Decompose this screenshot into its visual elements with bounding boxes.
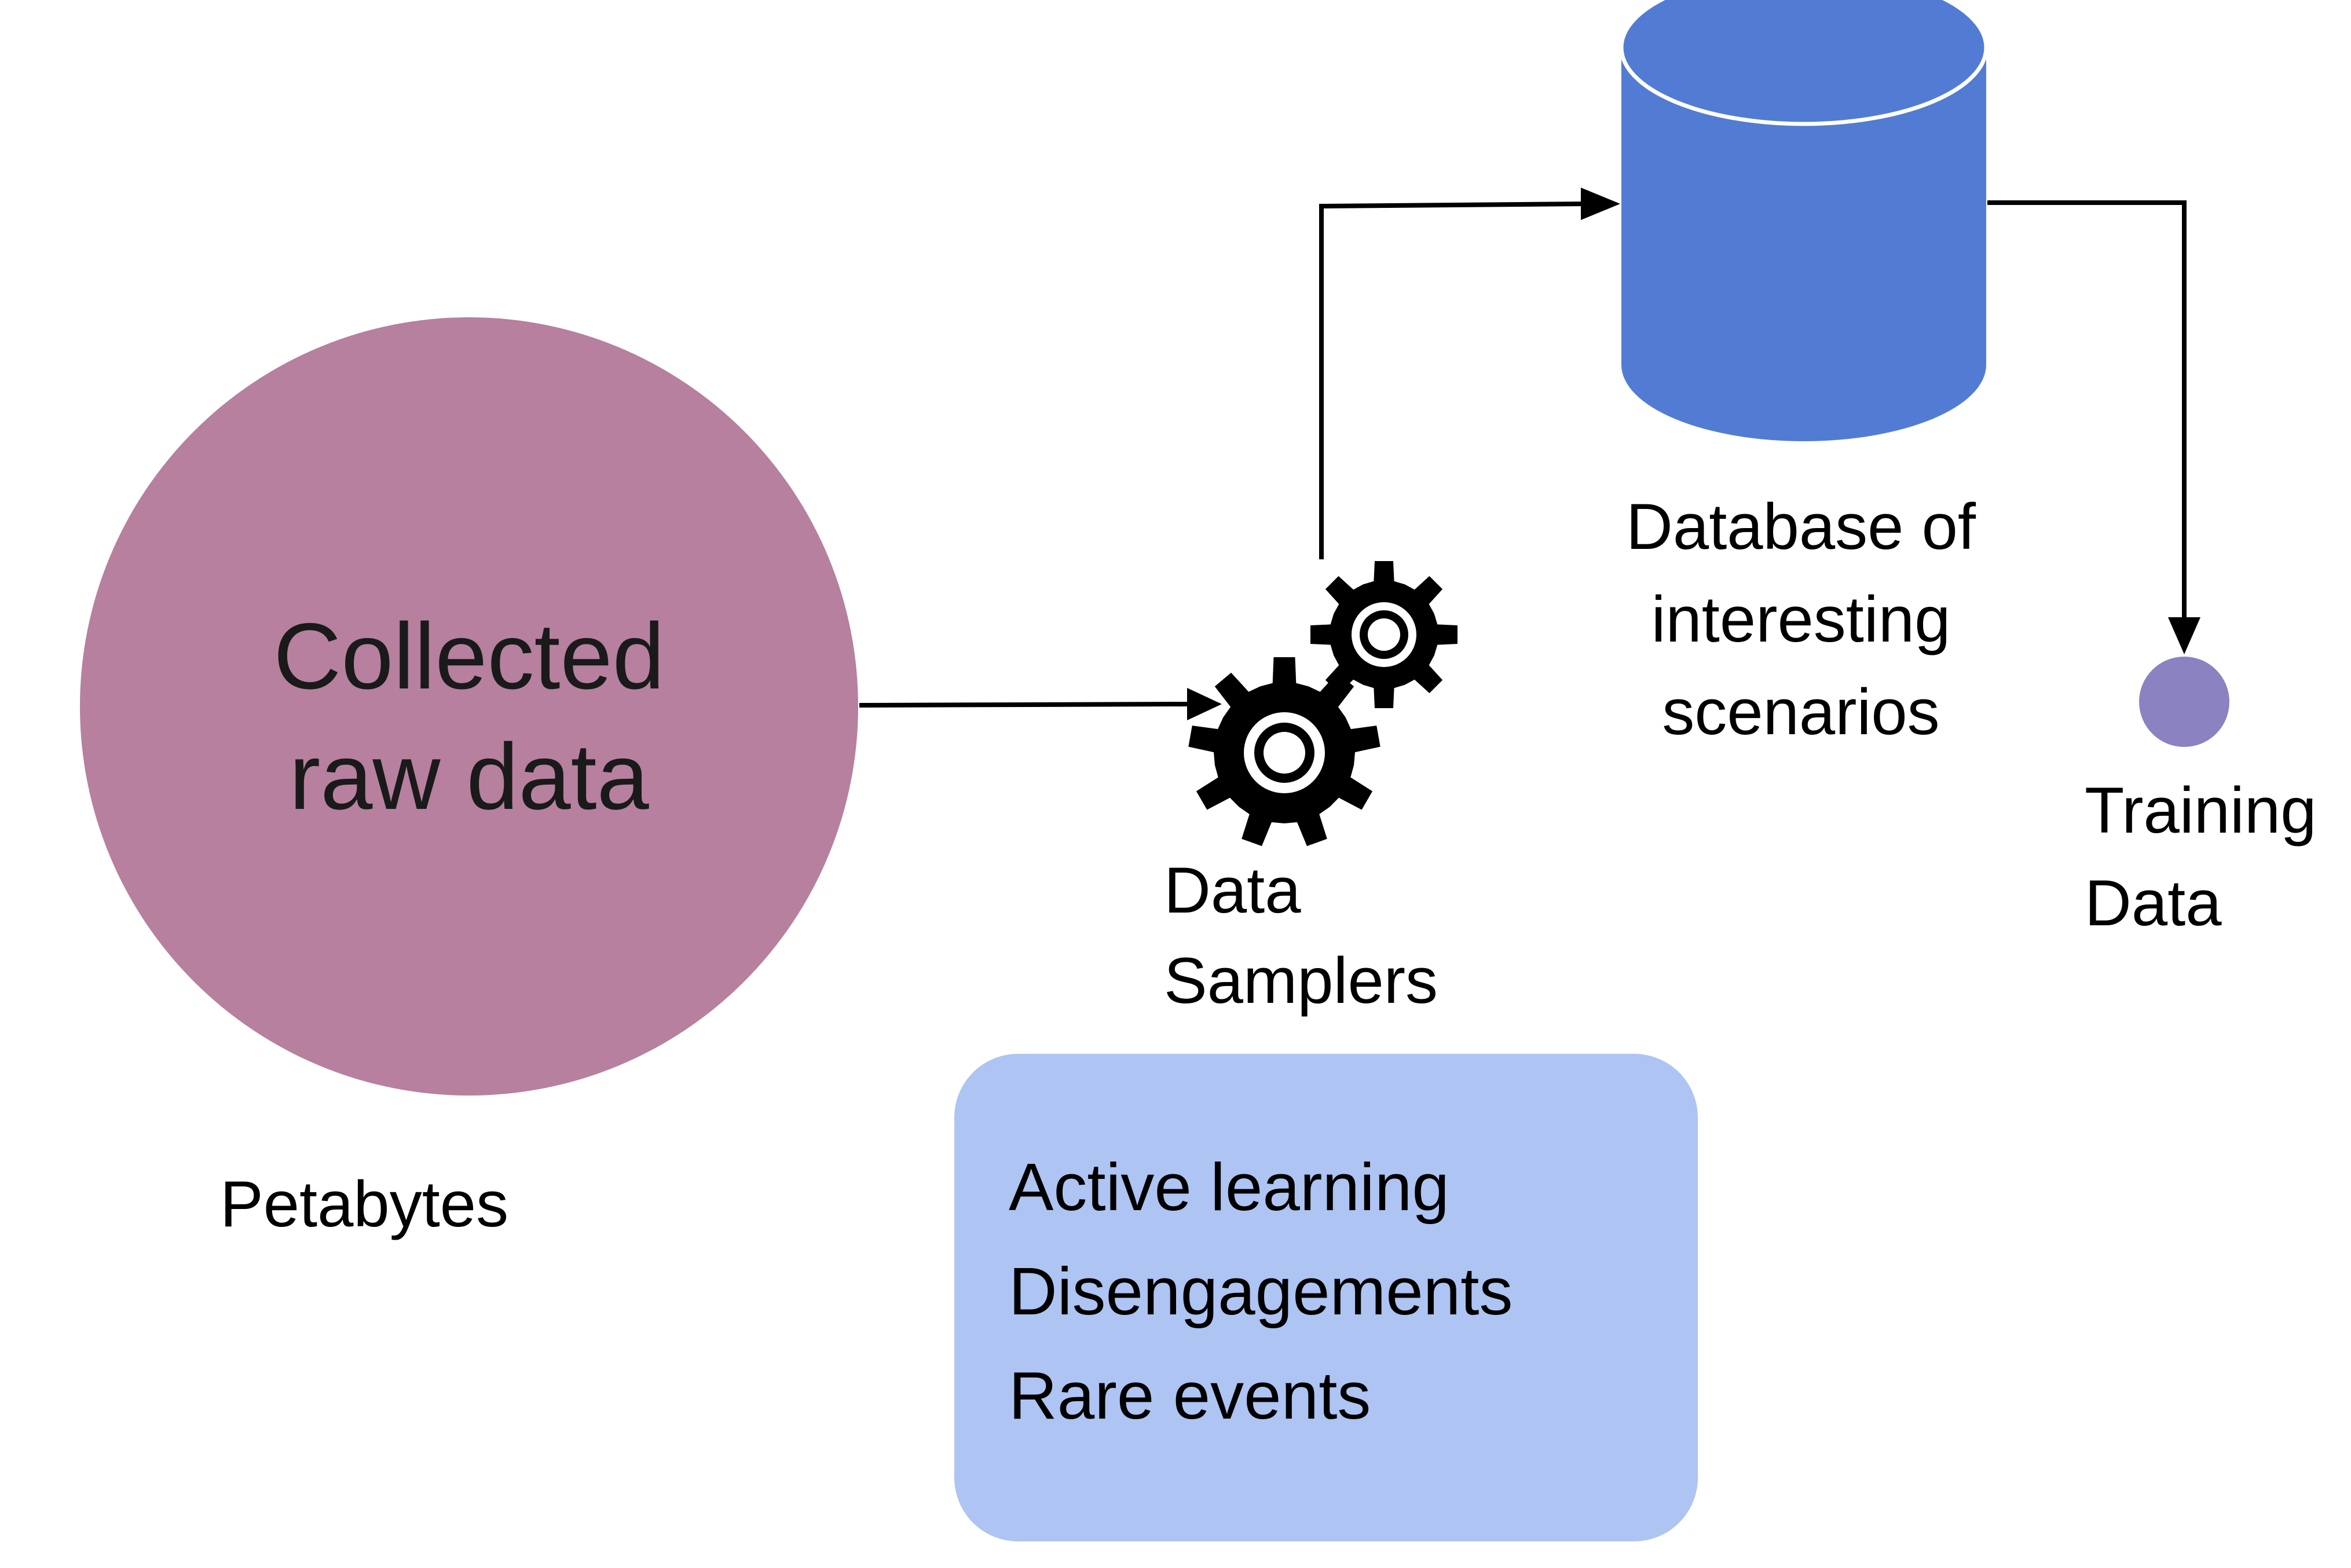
- sampler-methods-box: Active learning Disengagements Rare even…: [954, 1054, 1698, 1541]
- edge-raw-to-samplers: [859, 702, 1188, 708]
- database-label: Database of interesting scenarios: [1540, 481, 2061, 759]
- samplers-label: Data Samplers: [1164, 845, 1438, 1026]
- sampler-method-item: Disengagements: [1009, 1254, 1513, 1329]
- database-label-line: Database of: [1626, 490, 1976, 563]
- raw-data-circle: [80, 317, 858, 1096]
- raw-data-caption: Petabytes: [220, 1168, 509, 1240]
- edge-database-to-training-arrowhead: [2168, 617, 2200, 654]
- training-data-label-line: Training: [2085, 774, 2317, 847]
- raw-data-label-line: raw data: [289, 724, 649, 829]
- database-label-line: interesting: [1651, 583, 1951, 655]
- gear-hub-center: [1264, 732, 1305, 774]
- training-data-label: Training Data: [2085, 764, 2316, 950]
- database-label-line: scenarios: [1662, 676, 1940, 748]
- gear-hub-center: [1368, 618, 1400, 651]
- samplers-label-line: Data: [1164, 854, 1301, 926]
- edge-raw-to-samplers-arrowhead: [1187, 688, 1222, 720]
- training-data-label-line: Data: [2085, 867, 2222, 939]
- edge-database-to-training: [1987, 200, 2187, 618]
- sampler-method-item: Active learning: [1009, 1149, 1449, 1225]
- raw-data-label-line: Collected: [273, 604, 665, 709]
- edge-samplers-to-database: [1319, 202, 1587, 559]
- training-data-dot: [2139, 657, 2229, 747]
- edge-samplers-to-database-arrowhead: [1581, 188, 1620, 220]
- raw-data-label: Collected raw data: [81, 596, 857, 837]
- gears-icon: [1188, 561, 1458, 847]
- samplers-label-line: Samplers: [1164, 944, 1438, 1017]
- sampler-methods-list: Active learning Disengagements Rare even…: [1009, 1135, 1698, 1448]
- sampler-method-item: Rare events: [1009, 1358, 1371, 1433]
- database-cylinder: [1619, 0, 1989, 441]
